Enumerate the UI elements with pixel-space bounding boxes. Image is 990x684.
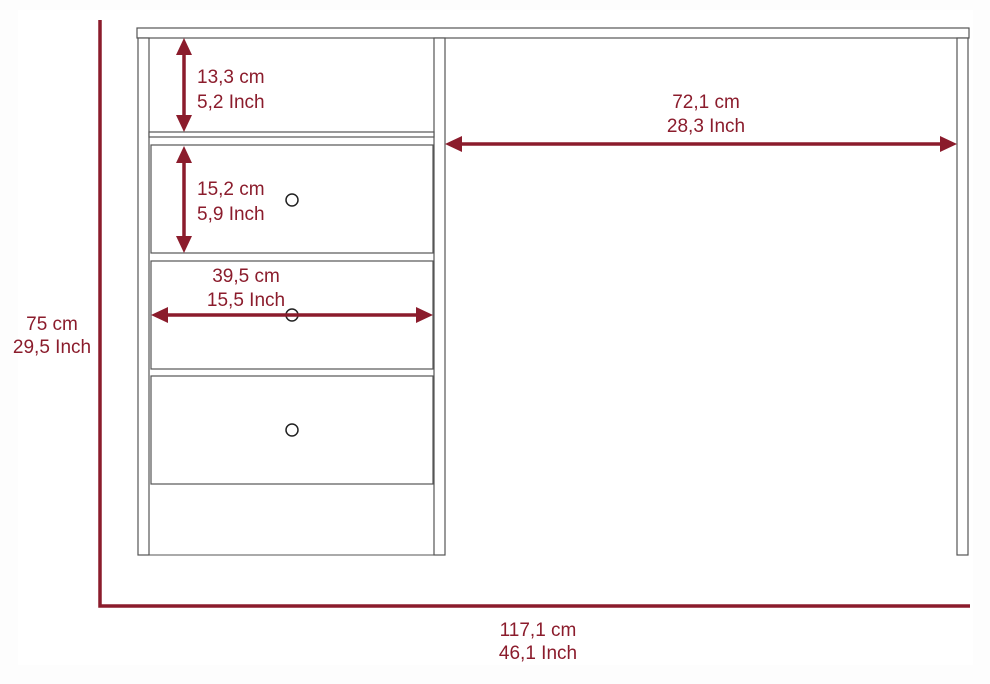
height-inch: 29,5 Inch xyxy=(13,337,91,358)
dimension-labels: 75 cm 29,5 Inch 117,1 cm 46,1 Inch 72,1 … xyxy=(13,67,745,664)
width-inch: 46,1 Inch xyxy=(499,643,577,664)
desktop-top xyxy=(136,27,970,39)
drawer-height-inch: 5,9 Inch xyxy=(197,204,265,225)
overall-axes xyxy=(98,20,970,608)
drawer-knob-icon xyxy=(285,423,299,437)
left-side-panel xyxy=(137,37,150,556)
knee-space-inch: 28,3 Inch xyxy=(667,116,745,137)
shelf-height-inch: 5,2 Inch xyxy=(197,92,265,113)
middle-panel xyxy=(433,37,446,556)
drawer-knob-icon xyxy=(285,193,299,207)
drawer-height-cm: 15,2 cm xyxy=(197,179,265,200)
width-cm: 117,1 cm xyxy=(500,620,577,641)
desk-drawing xyxy=(136,27,970,556)
drawer-width-cm: 39,5 cm xyxy=(212,266,280,287)
shelf-height-cm: 13,3 cm xyxy=(197,67,265,88)
height-cm: 75 cm xyxy=(26,314,78,335)
right-leg xyxy=(956,37,969,556)
drawer-width-inch: 15,5 Inch xyxy=(207,290,285,311)
knee-space-cm: 72,1 cm xyxy=(672,92,740,113)
dimension-lines xyxy=(98,20,970,608)
shelf xyxy=(148,131,435,138)
